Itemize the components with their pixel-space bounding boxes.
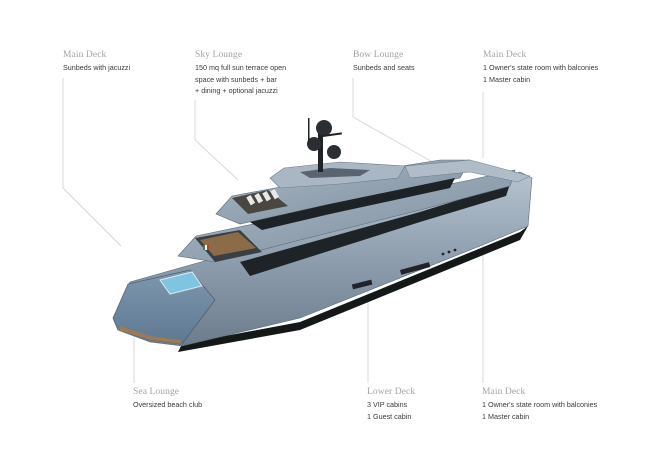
label-title: Main Deck: [63, 50, 107, 60]
leader-main-deck-top-left: [62, 78, 122, 247]
label-title: Main Deck: [483, 50, 527, 60]
label-line: 150 mq full sun terrace open: [195, 63, 287, 72]
leader-sky-lounge: [194, 100, 239, 181]
bow-deck: [404, 159, 531, 183]
label-line: 1 Guest cabin: [367, 411, 412, 421]
flag-white: [205, 245, 207, 250]
label-line: space with sunbeds + bar: [195, 74, 277, 84]
label-lower-deck: Lower Deck 3 VIP cabins 1 Guest cabin: [367, 386, 415, 422]
antenna: [308, 118, 310, 142]
porthole: [447, 250, 451, 254]
flag-red: [207, 245, 209, 250]
porthole: [453, 248, 457, 252]
label-title: Sea Lounge: [133, 387, 180, 397]
leader-bow-lounge: [352, 78, 437, 165]
label-main-deck-top-left: Main Deck Sunbeds with jacuzzi: [63, 49, 130, 74]
label-line: 1 Owner's state room with balconies: [482, 400, 598, 409]
upper-deck-window-band: [250, 178, 455, 230]
label-main-deck-top-right: Main Deck 1 Owner's state room with balc…: [483, 49, 598, 85]
label-line: 1 Master cabin: [482, 411, 530, 421]
radome-right: [327, 145, 341, 159]
label-line: Sunbeds and seats: [353, 63, 415, 72]
label-line: + dining + optional jacuzzi: [195, 86, 278, 95]
flag-green: [203, 245, 205, 250]
label-title: Lower Deck: [367, 387, 416, 397]
hull-bottom: [178, 226, 528, 352]
hull-window: [399, 262, 431, 275]
porthole: [441, 252, 445, 256]
label-title: Bow Lounge: [353, 50, 404, 60]
label-main-deck-bottom-right: Main Deck 1 Owner's state room with balc…: [482, 386, 597, 422]
label-sky-lounge: Sky Lounge 150 mq full sun terrace open …: [195, 49, 286, 97]
label-line: 1 Owner's state room with balconies: [483, 63, 599, 72]
hardtop-opening: [300, 168, 370, 178]
label-line: 3 VIP cabins: [367, 400, 408, 409]
label-sea-lounge: Sea Lounge Oversized beach club: [133, 386, 202, 411]
mast: [318, 128, 323, 172]
label-line: Sunbeds with jacuzzi: [63, 63, 131, 72]
label-line: Oversized beach club: [133, 400, 203, 409]
sunbeds: [246, 189, 280, 206]
label-line: 1 Master cabin: [483, 74, 531, 84]
label-title: Main Deck: [482, 387, 526, 397]
main-deck-teak: [200, 232, 256, 256]
hull-window-band: [240, 184, 510, 276]
hull-window: [351, 279, 373, 290]
label-bow-lounge: Bow Lounge Sunbeds and seats: [353, 49, 415, 74]
radome-left: [307, 137, 321, 151]
radar-arm: [317, 132, 343, 138]
radome-top: [316, 120, 332, 136]
pool: [159, 271, 203, 295]
stern-teak-edge: [118, 326, 182, 344]
label-title: Sky Lounge: [195, 50, 243, 60]
